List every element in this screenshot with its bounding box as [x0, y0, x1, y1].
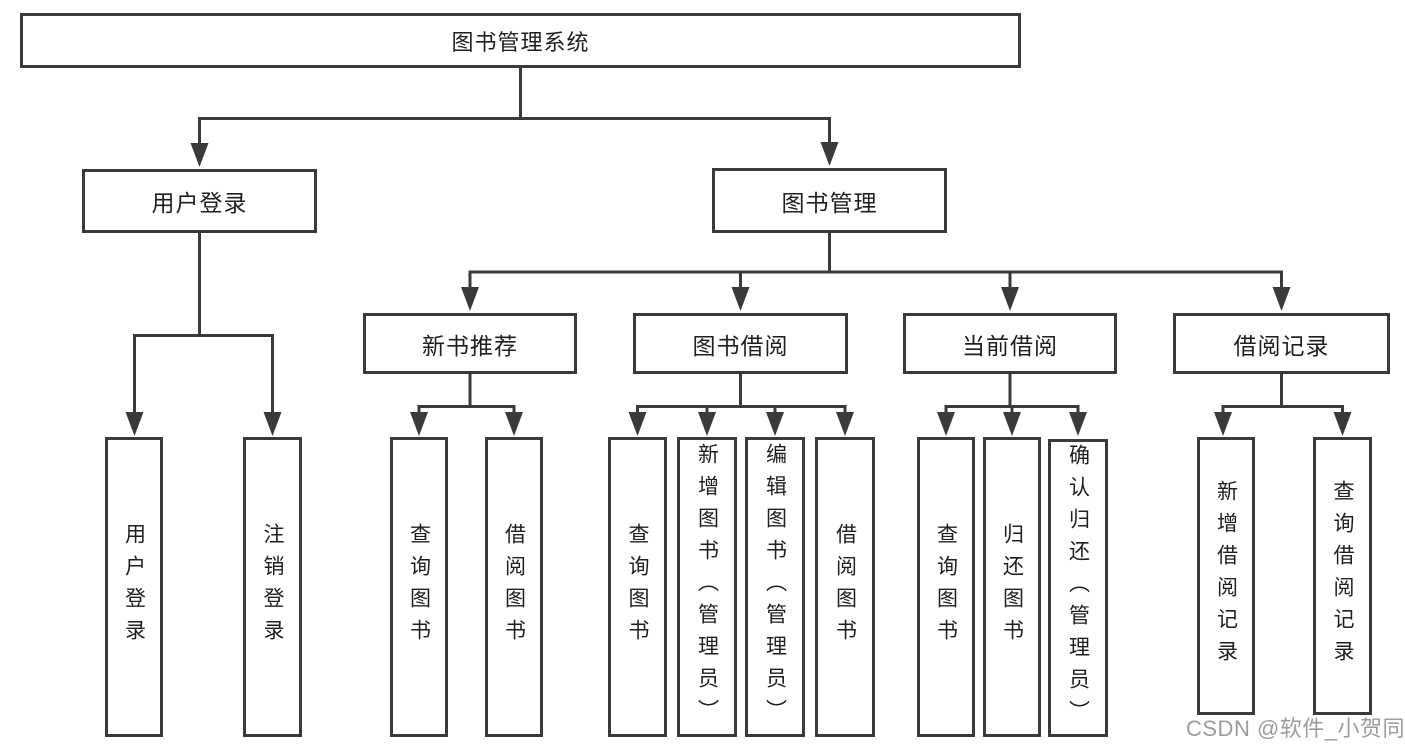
leaf-user-login: 用户登录	[105, 437, 163, 737]
node-label: 新增借阅记录	[1214, 480, 1238, 672]
node-label: 借阅记录	[1233, 332, 1330, 359]
node-label: 新增图书（管理员）	[695, 443, 719, 731]
node-label: 注销登录	[261, 523, 284, 651]
node-label: 图书借阅	[692, 332, 789, 359]
leaf-edit-books-admin: 编辑图书（管理员）	[745, 437, 805, 737]
node-label: 查询图书	[934, 523, 958, 651]
node-label: 用户登录	[151, 190, 248, 216]
node-label: 查询图书	[626, 523, 649, 651]
node-borrow-records: 借阅记录	[1173, 313, 1390, 374]
leaf-return-books: 归还图书	[983, 437, 1041, 737]
node-current-borrowing: 当前借阅	[903, 313, 1117, 374]
node-book-management: 图书管理	[712, 168, 947, 233]
leaf-add-borrow-record: 新增借阅记录	[1197, 437, 1255, 715]
leaf-borrow-books: 借阅图书	[815, 437, 875, 737]
node-label: 查询图书	[407, 523, 431, 651]
leaf-add-books-admin: 新增图书（管理员）	[677, 437, 737, 737]
node-label: 借阅图书	[502, 523, 526, 651]
node-label: 确认归还（管理员）	[1066, 444, 1090, 732]
node-user-login-branch: 用户登录	[82, 169, 317, 233]
node-label: 查询借阅记录	[1331, 480, 1354, 672]
node-label: 借阅图书	[833, 523, 857, 651]
leaf-query-books-current: 查询图书	[917, 437, 975, 737]
csdn-watermark: CSDN @软件_小贺同学	[1186, 716, 1405, 741]
node-label: 归还图书	[1000, 523, 1024, 651]
node-label: 编辑图书（管理员）	[763, 443, 787, 731]
leaf-borrow-books-recommend: 借阅图书	[485, 437, 543, 737]
leaf-logout: 注销登录	[243, 437, 302, 737]
leaf-confirm-return-admin: 确认归还（管理员）	[1048, 439, 1108, 737]
node-library-management-system: 图书管理系统	[20, 13, 1021, 68]
leaf-query-books-recommend: 查询图书	[390, 437, 448, 737]
leaf-query-books-borrow: 查询图书	[608, 437, 667, 737]
node-new-book-recommend: 新书推荐	[363, 313, 577, 374]
node-label: 新书推荐	[422, 332, 518, 359]
node-label: 用户登录	[122, 523, 146, 651]
node-label: 图书管理	[781, 189, 878, 216]
node-label: 图书管理系统	[451, 29, 590, 55]
node-label: 当前借阅	[962, 332, 1058, 359]
node-book-borrowing: 图书借阅	[633, 313, 848, 374]
leaf-query-borrow-record: 查询借阅记录	[1313, 437, 1372, 715]
